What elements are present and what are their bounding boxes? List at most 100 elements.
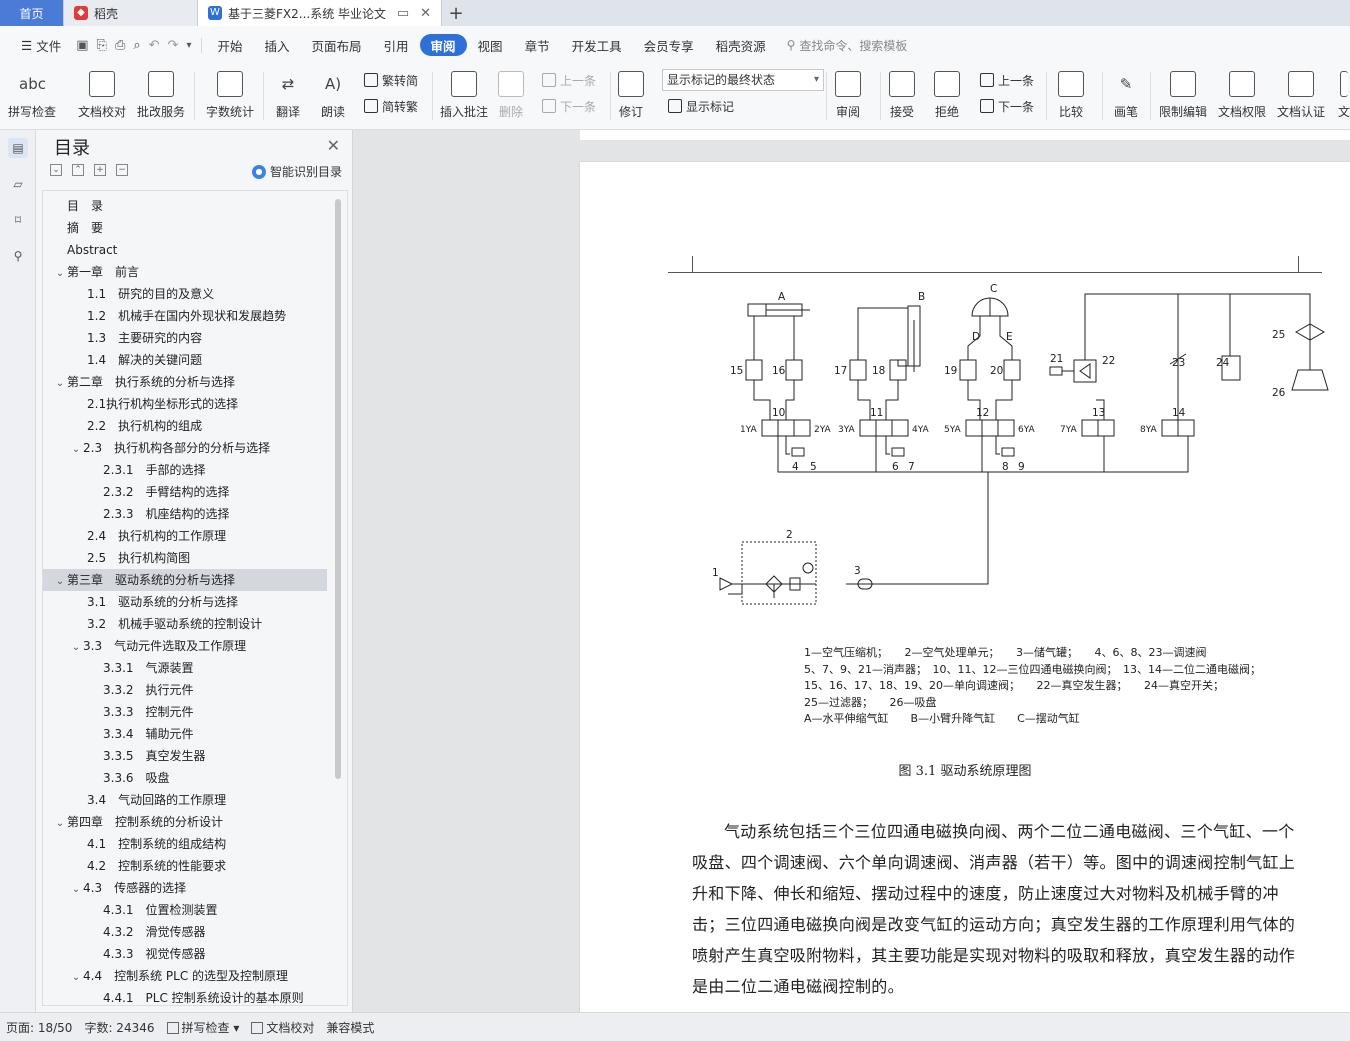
toc-item[interactable]: 2.3.3 机座结构的选择 xyxy=(43,503,327,525)
chevron-down-icon[interactable]: ⌄ xyxy=(55,378,65,389)
bookmark-icon[interactable]: ⌑ xyxy=(14,213,22,227)
redo-icon[interactable]: ↷ xyxy=(167,37,179,53)
toc-item[interactable]: 3.3.1 气源装置 xyxy=(43,657,327,679)
trad-to-simp-button[interactable]: 繁转简 xyxy=(364,70,418,90)
doc-check-button[interactable]: 文档校对 xyxy=(78,64,126,126)
translate-button[interactable]: ⇄翻译 xyxy=(275,64,301,126)
chevron-down-icon[interactable]: ⌄ xyxy=(71,642,81,653)
menu-item-0[interactable]: 开始 xyxy=(217,38,243,54)
toc-item[interactable]: 2.4 执行机构的工作原理 xyxy=(43,525,327,547)
doc-certify-button[interactable]: 文档认证 xyxy=(1277,64,1325,126)
prev-change-button[interactable]: 上一条 xyxy=(980,70,1034,90)
toc-item[interactable]: ⌄4.4 控制系统 PLC 的选型及控制原理 xyxy=(43,965,327,987)
toc-item[interactable]: ⌄第三章 驱动系统的分析与选择 xyxy=(43,569,327,591)
toc-item[interactable]: ⌄3.3 气动元件选取及工作原理 xyxy=(43,635,327,657)
toc-item[interactable]: 1.2 机械手在国内外现状和发展趋势 xyxy=(43,305,327,327)
toc-item[interactable]: 3.3.2 执行元件 xyxy=(43,679,327,701)
toc-item[interactable]: 3.3.4 辅助元件 xyxy=(43,723,327,745)
smart-toc-button[interactable]: ● 智能识别目录 xyxy=(251,163,342,180)
customize-icon[interactable]: ▾ xyxy=(186,39,192,51)
restrict-edit-button[interactable]: 限制编辑 xyxy=(1159,64,1207,126)
add-heading-icon[interactable]: + xyxy=(94,164,106,176)
status-spell-check[interactable]: 拼写检查 ▾ xyxy=(161,1019,246,1036)
chevron-down-icon[interactable]: ⌄ xyxy=(71,972,81,983)
chevron-down-icon[interactable]: ⌄ xyxy=(71,884,81,895)
toc-item[interactable]: 4.1 控制系统的组成结构 xyxy=(43,833,327,855)
show-markup-button[interactable]: 显示标记 xyxy=(668,96,734,116)
toc-item[interactable]: 3.1 驱动系统的分析与选择 xyxy=(43,591,327,613)
tab-document[interactable]: W 基于三菱FX2...系统 毕业论文 ▭ ✕ xyxy=(198,0,442,26)
collapse-all-icon[interactable]: ⌄ xyxy=(50,164,62,176)
toc-item[interactable]: 2.5 执行机构简图 xyxy=(43,547,327,569)
chapter-nav-icon[interactable]: ▱ xyxy=(13,177,23,191)
doc-permission-button[interactable]: 文档权限 xyxy=(1218,64,1266,126)
body-paragraph[interactable]: 气动系统包括三个三位四通电磁换向阀、两个二位二通电磁阀、三个气缸、一个吸盘、四个… xyxy=(692,822,1296,996)
menu-item-8[interactable]: 会员专享 xyxy=(643,38,694,54)
menu-item-6[interactable]: 章节 xyxy=(524,38,550,54)
compare-button[interactable]: 比较 xyxy=(1058,64,1084,126)
read-aloud-button[interactable]: A)朗读 xyxy=(320,64,346,126)
word-count-button[interactable]: 字数统计 xyxy=(206,64,254,126)
print-preview-icon[interactable]: ⌕ xyxy=(133,37,141,53)
toc-item[interactable]: 1.4 解决的关键问题 xyxy=(43,349,327,371)
toc-item[interactable]: 3.3.5 真空发生器 xyxy=(43,745,327,767)
toc-item[interactable]: ⌄2.3 执行机构各部分的分析与选择 xyxy=(43,437,327,459)
markup-state-select[interactable]: 显示标记的最终状态 xyxy=(662,69,824,91)
prev-comment-button[interactable]: 上一条 xyxy=(542,70,596,90)
new-tab-button[interactable]: + xyxy=(448,2,464,24)
search-panel-icon[interactable]: ⚲ xyxy=(13,249,23,263)
toc-item[interactable]: 4.2 控制系统的性能要求 xyxy=(43,855,327,877)
toc-item[interactable]: 2.1执行机构坐标形式的选择 xyxy=(43,393,327,415)
status-doc-check[interactable]: 文档校对 xyxy=(245,1019,320,1036)
toc-item[interactable]: 1.1 研究的目的及意义 xyxy=(43,283,327,305)
print-icon[interactable]: ⎙ xyxy=(114,37,126,53)
toc-item[interactable]: 4.3.2 滑觉传感器 xyxy=(43,921,327,943)
toc-item[interactable]: 目 录 xyxy=(43,195,327,217)
save-icon[interactable]: ▣ xyxy=(76,37,89,53)
toc-item[interactable]: 2.2 执行机构的组成 xyxy=(43,415,327,437)
menu-item-9[interactable]: 稻壳资源 xyxy=(715,38,766,54)
toc-item[interactable]: 3.3.6 吸盘 xyxy=(43,767,327,789)
remove-heading-icon[interactable]: − xyxy=(116,164,128,176)
toc-item[interactable]: 3.2 机械手驱动系统的控制设计 xyxy=(43,613,327,635)
menu-item-7[interactable]: 开发工具 xyxy=(571,38,622,54)
chevron-down-icon[interactable]: ⌄ xyxy=(55,818,65,829)
toc-item[interactable]: ⌄第二章 执行系统的分析与选择 xyxy=(43,371,327,393)
word-count-indicator[interactable]: 字数: 24346 xyxy=(84,1020,155,1035)
toc-item[interactable]: ⌄第四章 控制系统的分析设计 xyxy=(43,811,327,833)
track-changes-button[interactable]: 修订 xyxy=(618,64,644,126)
review-pane-button[interactable]: 审阅 xyxy=(835,64,861,126)
toc-item[interactable]: 4.3.1 位置检测装置 xyxy=(43,899,327,921)
simp-to-trad-button[interactable]: 简转繁 xyxy=(364,96,418,116)
accept-button[interactable]: 接受 xyxy=(889,64,915,126)
close-tab-icon[interactable]: ✕ xyxy=(420,5,431,21)
toc-item[interactable]: 2.3.1 手部的选择 xyxy=(43,459,327,481)
toc-panel-icon[interactable]: ▤ xyxy=(8,138,28,158)
toc-scrollbar[interactable] xyxy=(335,199,341,779)
toc-item[interactable]: 4.3.3 视觉传感器 xyxy=(43,943,327,965)
command-search[interactable]: ⚲ 查找命令、搜索模板 xyxy=(787,37,908,54)
menu-item-1[interactable]: 插入 xyxy=(264,38,290,54)
menu-item-5[interactable]: 视图 xyxy=(477,38,503,54)
export-icon[interactable]: ⎘ xyxy=(96,37,107,53)
toc-item[interactable]: ⌄第一章 前言 xyxy=(43,261,327,283)
insert-comment-button[interactable]: 插入批注 xyxy=(440,64,488,126)
menu-item-3[interactable]: 引用 xyxy=(383,38,409,54)
delete-comment-button[interactable]: 删除 xyxy=(498,64,524,126)
chevron-down-icon[interactable]: ⌄ xyxy=(55,268,65,279)
tab-daoke[interactable]: ◆ 稻壳 xyxy=(64,0,198,26)
expand-all-icon[interactable]: ⌃ xyxy=(72,164,84,176)
more-ribbon-button[interactable]: 文 xyxy=(1338,64,1350,126)
tab-home[interactable]: 首页 xyxy=(0,0,64,26)
toc-item[interactable]: 2.3.2 手臂结构的选择 xyxy=(43,481,327,503)
chevron-down-icon[interactable]: ⌄ xyxy=(71,444,81,455)
toc-item[interactable]: 3.3.3 控制元件 xyxy=(43,701,327,723)
chevron-down-icon[interactable]: ⌄ xyxy=(55,576,65,587)
reject-button[interactable]: 拒绝 xyxy=(934,64,960,126)
menu-item-4[interactable]: 审阅 xyxy=(419,34,467,56)
toc-item[interactable]: Abstract xyxy=(43,239,327,261)
undo-icon[interactable]: ↶ xyxy=(148,37,160,53)
toc-item[interactable]: 4.4.1 PLC 控制系统设计的基本原则 xyxy=(43,987,327,1005)
pin-icon[interactable]: ▭ xyxy=(396,5,410,21)
